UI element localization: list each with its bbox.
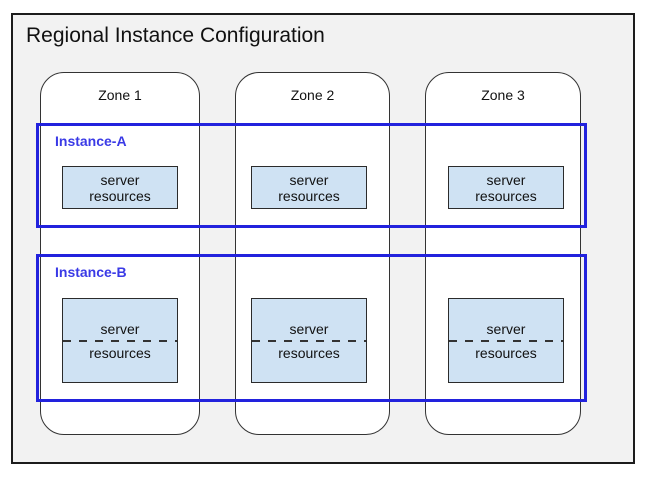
instance-a-boundary: Instance-A [36,123,587,228]
dashed-divider [252,339,366,342]
server-resources-label-line2: resources [89,187,151,204]
zone-1-label: Zone 1 [98,87,142,103]
server-resources-label-line1: server [486,171,526,188]
server-resources-label-line1: server [100,171,140,188]
server-resources-box: server resources [251,166,367,209]
server-resources-label-line1: server [289,320,329,337]
dashed-divider [63,339,177,342]
server-resources-label-line2: resources [475,187,537,204]
instance-b-boundary: Instance-B [36,254,587,402]
instance-b-label: Instance-B [55,264,127,280]
zone-3-label: Zone 3 [481,87,525,103]
server-resources-label-line2: resources [278,344,340,361]
server-resources-box-split: server resources [62,298,178,383]
dashed-divider [449,339,563,342]
server-resources-label-line1: server [486,320,526,337]
server-resources-label-line1: server [289,171,329,188]
server-resources-label-line1: server [100,320,140,337]
zone-2-label: Zone 2 [290,87,335,103]
server-resources-box-split: server resources [251,298,367,383]
server-resources-label-line2: resources [89,344,151,361]
server-resources-label-line2: resources [475,344,537,361]
server-resources-box: server resources [448,166,564,209]
diagram-title: Regional Instance Configuration [26,24,325,47]
server-resources-box: server resources [62,166,178,209]
server-resources-label-line2: resources [278,187,340,204]
instance-a-label: Instance-A [55,133,127,149]
server-resources-box-split: server resources [448,298,564,383]
